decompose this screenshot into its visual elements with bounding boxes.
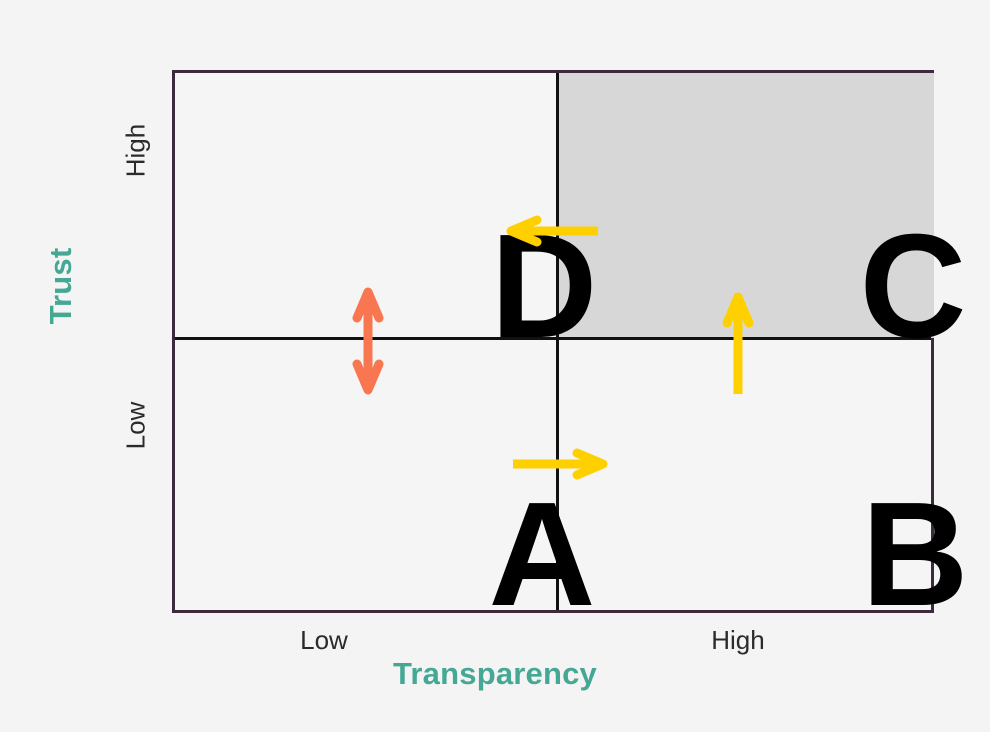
- x-axis-tick-low: Low: [300, 625, 348, 655]
- x-axis-title: Transparency: [392, 656, 597, 691]
- y-axis-title: Trust: [43, 247, 78, 325]
- quadrant-label-a: A: [488, 472, 596, 637]
- quadrant-label-b: B: [861, 472, 969, 637]
- matrix-frame: D C A B: [172, 70, 968, 629]
- quadrant-label-c: C: [859, 204, 967, 369]
- quadrant-label-d: D: [490, 204, 598, 369]
- vertical-divider: [556, 73, 559, 610]
- y-axis-tick-low: Low: [120, 401, 151, 450]
- y-axis-tick-high: High: [120, 123, 151, 178]
- horizontal-divider: [175, 337, 931, 340]
- x-axis-tick-high: High: [711, 625, 765, 655]
